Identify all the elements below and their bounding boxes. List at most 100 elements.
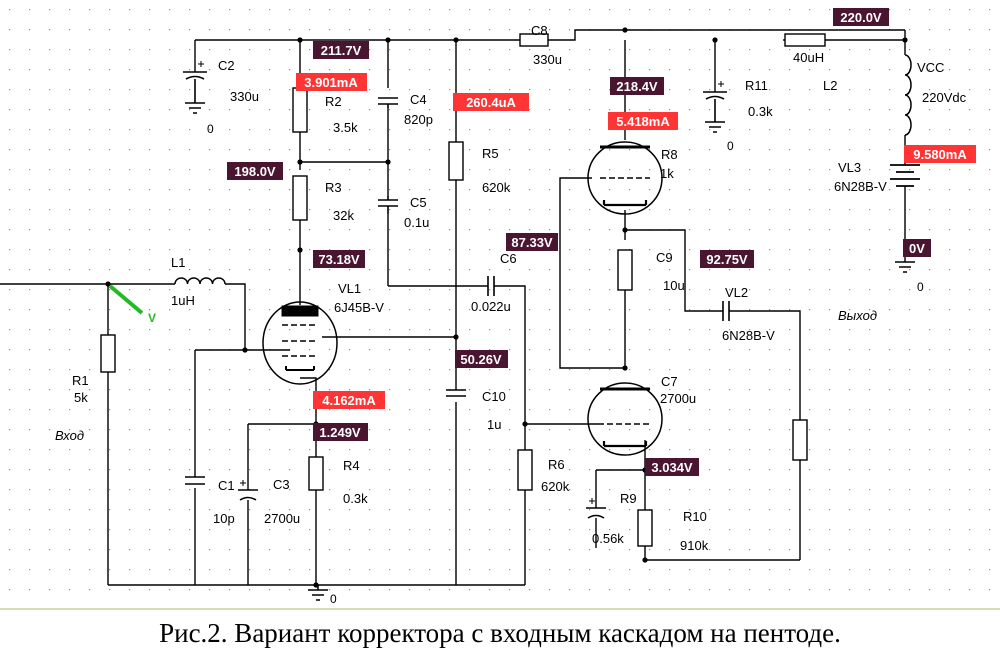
figure-caption: Рис.2. Вариант корректора с входным каск… — [159, 618, 841, 648]
label-r8-id: C9 — [656, 250, 673, 265]
tag-current-2604ua: 260.4uA — [453, 93, 529, 111]
label-l1-id: L1 — [171, 255, 185, 270]
label-vcc-id: VL3 — [838, 160, 861, 175]
tube-vl2 — [587, 382, 663, 456]
inductor-l1 — [174, 277, 226, 285]
capacitor-c5 — [378, 196, 398, 214]
label-c1-id: C1 — [218, 478, 235, 493]
ground-0-main: 0 — [330, 592, 337, 606]
label-c10-val: 1u — [487, 417, 501, 432]
label-r2-id: R2 — [325, 94, 342, 109]
tag-voltage-9275v: 92.75V — [700, 250, 754, 268]
label-output: Выход — [838, 308, 877, 323]
resistor-r4 — [308, 456, 324, 491]
resistor-r9 — [637, 509, 653, 547]
label-c2-val: 330u — [230, 89, 259, 104]
label-c1-val: 10p — [213, 511, 235, 526]
label-vl3-val: 1k — [660, 166, 674, 181]
resistor-r6 — [517, 449, 533, 491]
label-vl2-val: 2700u — [660, 391, 696, 406]
tag-voltage-0v: 0V — [903, 239, 931, 257]
inductor-l2 — [904, 54, 912, 136]
tag-voltage-8733v: 87.33V — [506, 233, 558, 251]
ground-symbols — [185, 102, 915, 601]
tag-current-5418ma: 5.418mA — [608, 112, 678, 130]
label-vl1-val: 6J45B-V — [334, 300, 384, 315]
label-r5-val: 620k — [482, 180, 511, 195]
tube-vl3 — [587, 141, 663, 215]
tag-voltage-211v: 211.7V — [313, 41, 369, 59]
svg-text:3.901mA: 3.901mA — [304, 75, 358, 90]
label-c3-val: 2700u — [264, 511, 300, 526]
tag-current-4162ma: 4.162mA — [313, 391, 385, 409]
capacitor-c8 — [703, 91, 727, 122]
svg-text:4.162mA: 4.162mA — [322, 393, 376, 408]
svg-text:0V: 0V — [909, 241, 925, 256]
label-c2-id: C2 — [218, 58, 235, 73]
label-vcc-val: 6N28B-V — [834, 179, 887, 194]
tag-voltage-220v: 220.0V — [833, 8, 889, 26]
tag-voltage-7318v: 73.18V — [313, 250, 365, 268]
resistor-r2 — [292, 87, 308, 133]
resistor-r3 — [292, 175, 308, 221]
label-r1-val: 5k — [74, 390, 88, 405]
label-c9-val: 6N28B-V — [722, 328, 775, 343]
tag-current-9580ma: 9.580mA — [904, 145, 976, 163]
resistor-r5 — [448, 141, 464, 181]
capacitor-c10 — [446, 389, 466, 397]
label-c7-id: R9 — [620, 491, 637, 506]
capacitor-c2 — [183, 71, 207, 103]
capacitor-c1 — [185, 476, 205, 485]
label-r11-val: 40uH — [793, 50, 824, 65]
capacitor-c3 — [238, 489, 258, 501]
svg-text:198.0V: 198.0V — [234, 164, 276, 179]
label-r9-id: R10 — [683, 509, 707, 524]
junctions — [105, 27, 908, 588]
label-c7-val: 0.56k — [592, 531, 624, 546]
capacitor-c6 — [487, 276, 500, 296]
input-probe: V — [108, 284, 156, 325]
svg-text:9.580mA: 9.580mA — [913, 147, 967, 162]
label-c8-val: 0.3k — [748, 104, 773, 119]
label-vl1-id: VL1 — [338, 281, 361, 296]
ground-0-c8: 0 — [727, 139, 734, 153]
label-l2-id: VCC — [917, 60, 944, 75]
ground-0-c2: 0 — [207, 122, 214, 136]
label-c3-id: C3 — [273, 477, 290, 492]
inductors — [174, 54, 912, 285]
label-c5-val: 0.1u — [404, 215, 429, 230]
svg-text:218.4V: 218.4V — [616, 79, 658, 94]
label-r1-id: R1 — [72, 373, 89, 388]
capacitor-c9 — [722, 301, 735, 321]
svg-text:73.18V: 73.18V — [318, 252, 360, 267]
label-c6-val: 0.022u — [471, 299, 511, 314]
resistor-r1 — [100, 334, 116, 373]
label-c4-id: C4 — [410, 92, 427, 107]
svg-text:260.4uA: 260.4uA — [466, 95, 516, 110]
label-c6-id: C6 — [500, 251, 517, 266]
tag-voltage-1249v: 1.249V — [313, 423, 368, 441]
label-vl2-id: C7 — [661, 374, 678, 389]
resistor-r11 — [784, 33, 826, 47]
label-r2-val: 3.5k — [333, 120, 358, 135]
resistor-r10 — [792, 419, 808, 461]
svg-text:220.0V: 220.0V — [840, 10, 882, 25]
label-r5-id: R5 — [482, 146, 499, 161]
label-vl3-id: R8 — [661, 147, 678, 162]
label-c4-val: 820p — [404, 112, 433, 127]
polarity-marks — [198, 61, 724, 504]
measurement-tags: 220.0V 211.7V 3.901mA 260.4uA 218.4V 5.4… — [227, 8, 976, 476]
capacitor-c7 — [586, 507, 606, 519]
label-l1-val: 1uH — [171, 293, 195, 308]
svg-text:50.26V: 50.26V — [460, 352, 502, 367]
svg-text:92.75V: 92.75V — [706, 252, 748, 267]
label-c5-id: C5 — [410, 195, 427, 210]
label-r11-id: L2 — [823, 78, 837, 93]
label-c9-id: VL2 — [725, 285, 748, 300]
label-r8-val: 10u — [663, 278, 685, 293]
label-r7-id: C8 — [531, 23, 548, 38]
label-r3-val: 32k — [333, 208, 354, 223]
resistor-r8 — [617, 249, 633, 291]
tag-voltage-5026v: 50.26V — [455, 350, 508, 368]
label-l2-val: 220Vdc — [922, 90, 967, 105]
